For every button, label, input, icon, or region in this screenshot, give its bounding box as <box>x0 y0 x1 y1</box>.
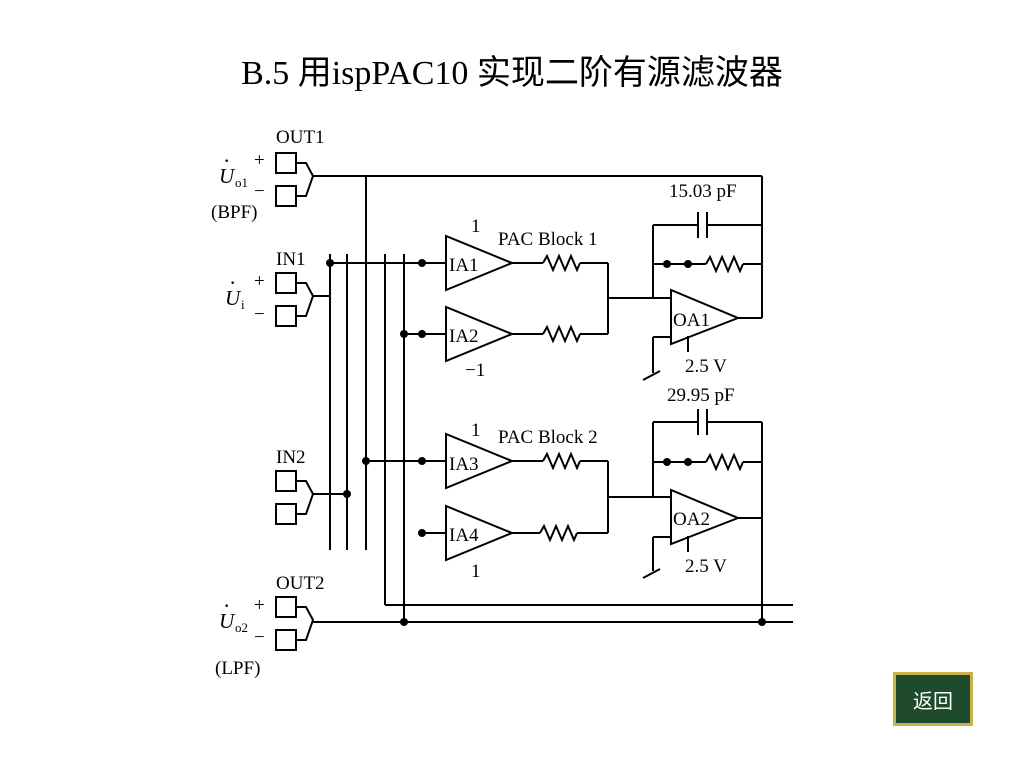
uo2-subscript: o2 <box>235 620 248 635</box>
vref-2-label: 2.5 V <box>685 556 727 577</box>
ia2-gain: −1 <box>465 360 485 381</box>
ui-minus: − <box>254 304 265 325</box>
back-button[interactable]: 返回 <box>893 672 973 726</box>
in2-label: IN2 <box>276 447 306 468</box>
ia3-gain: 1 <box>471 420 481 441</box>
uo1-symbol: U <box>219 164 236 188</box>
uo2-plus: + <box>254 595 265 616</box>
out1-label: OUT1 <box>276 127 325 148</box>
uo2-symbol: U <box>219 609 236 633</box>
pac-block-2 <box>445 409 762 579</box>
block1-title: PAC Block 1 <box>498 229 598 250</box>
vertical-bus <box>329 176 405 622</box>
junction-dots <box>326 259 766 626</box>
block2-title: PAC Block 2 <box>498 427 598 448</box>
feedback-resistor-2 <box>705 452 744 472</box>
oa1-label: OA1 <box>673 310 710 331</box>
resistor-ia3 <box>542 451 581 471</box>
resistor-ia1 <box>542 253 581 273</box>
out2-label: OUT2 <box>276 573 325 594</box>
feedback-resistor-1 <box>705 254 744 274</box>
uo1-minus: − <box>254 181 265 202</box>
uo2-dot: · <box>223 593 230 618</box>
lpf-label: (LPF) <box>215 658 260 679</box>
capacitor-1-value: 15.03 pF <box>669 181 737 202</box>
oa2-label: OA2 <box>673 509 710 530</box>
slide-title: B.5 用ispPAC10 实现二阶有源滤波器 <box>241 55 783 92</box>
in2-port <box>275 470 347 525</box>
ui-subscript: i <box>241 297 245 312</box>
ia4-label: IA4 <box>449 525 479 546</box>
ia2-amplifier <box>445 305 515 363</box>
ia1-amplifier <box>445 234 515 292</box>
ia1-label: IA1 <box>449 255 479 276</box>
ia4-gain: 1 <box>471 561 481 582</box>
oa1-amplifier <box>670 288 741 346</box>
in1-port <box>275 272 330 327</box>
ia4-amplifier <box>445 504 515 562</box>
ia2-label: IA2 <box>449 326 479 347</box>
ui-symbol: U <box>225 286 242 310</box>
capacitor-2-value: 29.95 pF <box>667 385 735 406</box>
out2-port <box>275 596 315 651</box>
bpf-label: (BPF) <box>211 202 257 223</box>
ui-dot: · <box>229 270 236 295</box>
ia3-label: IA3 <box>449 454 479 475</box>
out1-port <box>275 152 315 207</box>
vref-1-label: 2.5 V <box>685 356 727 377</box>
ia1-gain: 1 <box>471 216 481 237</box>
uo1-dot: · <box>223 148 230 173</box>
uo1-subscript: o1 <box>235 175 248 190</box>
uo2-minus: − <box>254 627 265 648</box>
pac-block-1 <box>445 212 762 381</box>
ia3-amplifier <box>445 432 515 490</box>
oa2-amplifier <box>670 488 741 546</box>
resistor-ia4 <box>539 523 578 543</box>
resistor-ia2 <box>542 324 581 344</box>
ui-plus: + <box>254 271 265 292</box>
in1-label: IN1 <box>276 249 306 270</box>
uo1-plus: + <box>254 150 265 171</box>
